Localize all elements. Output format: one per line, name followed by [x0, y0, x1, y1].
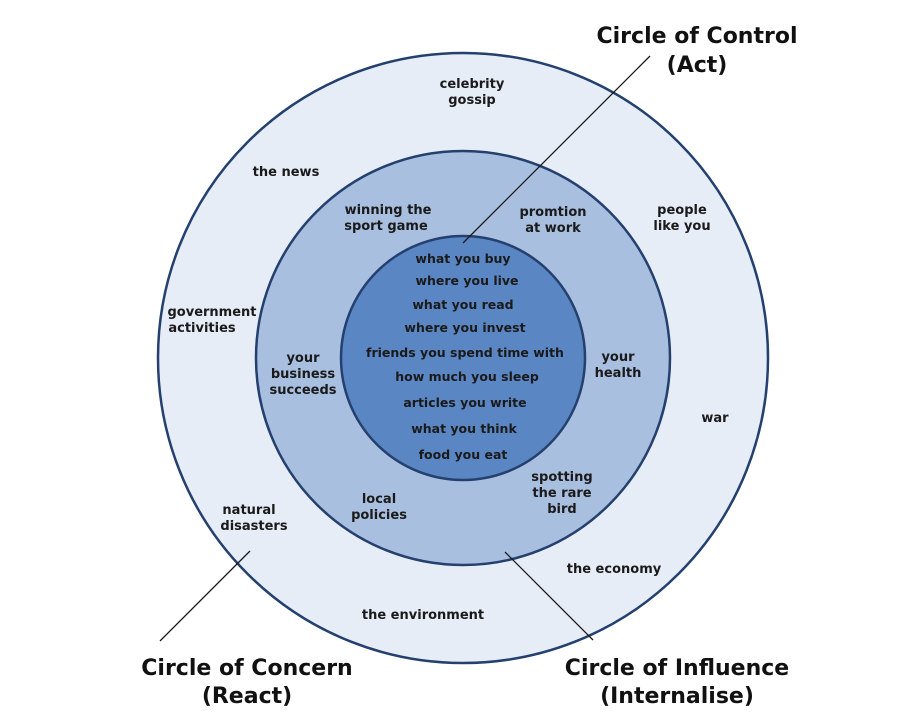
control-items: what you buy where you live what you rea… — [366, 251, 564, 462]
concern-item: the news — [253, 165, 320, 180]
influence-subtitle: (Internalise) — [600, 684, 754, 709]
concern-pointer-line — [159, 550, 251, 642]
influence-title: Circle of Influence — [565, 656, 789, 681]
control-title: Circle of Control — [597, 24, 798, 49]
control-item: friends you spend time with — [366, 345, 564, 360]
control-item: food you eat — [419, 447, 508, 462]
control-item: where you invest — [404, 320, 525, 335]
control-item: what you buy — [415, 251, 510, 266]
control-item: what you read — [412, 297, 513, 312]
concern-subtitle: (React) — [202, 684, 292, 709]
control-item: what you think — [411, 421, 517, 436]
circle-of-control — [339, 234, 587, 482]
control-item: where you live — [415, 273, 518, 288]
concern-item: the environment — [362, 608, 484, 623]
concern-title: Circle of Concern — [141, 656, 352, 681]
influence-pointer-line — [504, 551, 594, 641]
control-item: articles you write — [403, 395, 526, 410]
concern-item: the economy — [567, 562, 662, 577]
control-subtitle: (Act) — [667, 53, 728, 78]
control-pointer-line — [462, 55, 651, 244]
concern-item: war — [701, 411, 729, 426]
control-item: how much you sleep — [395, 369, 539, 384]
